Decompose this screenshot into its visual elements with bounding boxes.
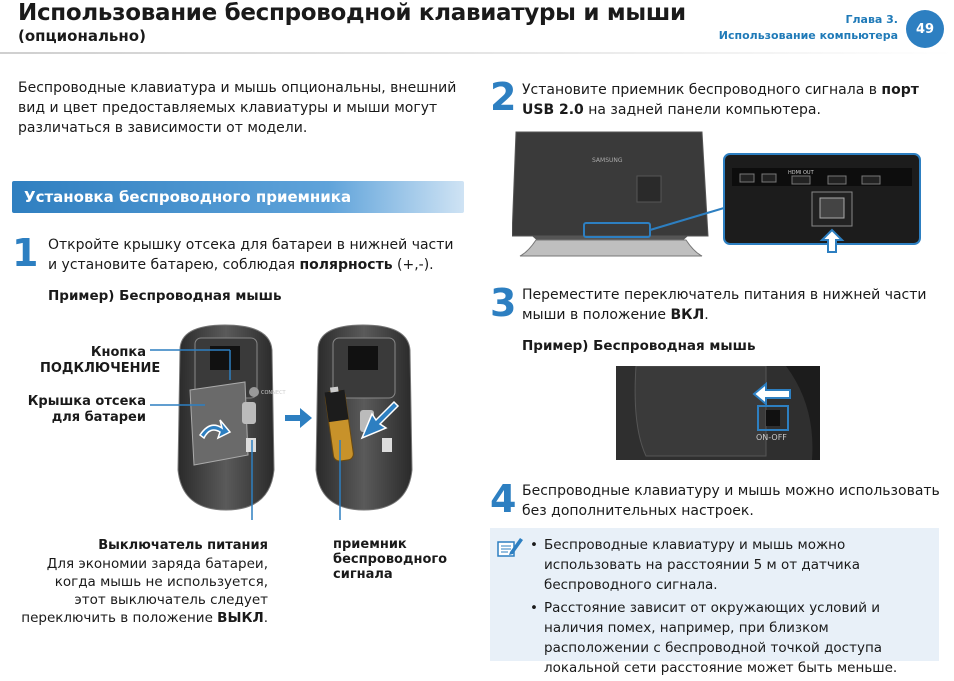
computer-back-illustration: SAMSUNG HDMI OUT [512,131,921,257]
step-1-text: Откройте крышку отсека для батареи в ниж… [48,235,463,275]
intro-paragraph: Беспроводные клавиатура и мышь опциональ… [18,80,457,136]
step-4-number: 4 [490,477,517,521]
step-3-text-b: . [704,307,709,323]
callout-receiver-c: сигнала [333,567,393,582]
callout-power-switch: Выключатель питания Для экономии заряда … [20,537,268,627]
callout-connect-a: Кнопка [90,345,146,360]
step-1-example-label: Пример) Беспроводная мышь [48,288,282,304]
step-1-number: 1 [12,231,39,275]
step-1-text-bold: полярность [299,257,393,273]
callout-connect-b: ПОДКЛЮЧЕНИЕ [40,361,161,376]
mouse-bottom-illustration: CONNECT [150,324,413,520]
left-arrow-icon [752,381,791,407]
callout-cover-b: для батареи [51,410,146,425]
callout-switch-text: Для экономии заряда батареи, когда мышь … [20,555,268,627]
page-title: Использование беспроводной клавиатуры и … [18,0,686,26]
note-item: •Расстояние зависит от окружающих услови… [530,600,898,676]
chapter-label: Глава 3. Использование компьютера [719,12,898,44]
callout-switch-title: Выключатель питания [98,538,268,553]
note-item-text: Расстояние зависит от окружающих условий… [544,600,898,676]
callout-receiver: приемник беспроводного сигнала [333,537,447,582]
step-2-text-b: на задней панели компьютера. [583,102,821,118]
usb-port-zoom: HDMI OUT [723,153,921,253]
mouse-left-view: CONNECT [177,324,287,511]
step-1-text-b: (+,-). [392,257,434,273]
step-3-text-bold: ВКЛ [670,307,705,323]
step-2-text: Установите приемник беспроводного сигнал… [522,80,940,120]
chapter-number: Глава 3. [845,13,898,26]
mouse-right-view [315,324,413,511]
callout-connect-button: Кнопка ПОДКЛЮЧЕНИЕ [40,345,161,377]
step-3-text-a: Переместите переключатель питания в нижн… [522,287,927,323]
note-item-text: Беспроводные клавиатуру и мышь можно исп… [544,537,861,593]
step-1-text-a: Откройте крышку отсека для батареи в ниж… [48,237,454,273]
page-subtitle: (опционально) [18,27,146,45]
callout-receiver-a: приемник [333,537,407,552]
callout-battery-cover: Крышка отсека для батареи [20,394,146,426]
note-box [490,528,939,661]
callout-receiver-b: беспроводного [333,552,448,567]
step-4-text: Беспроводные клавиатуру и мышь можно исп… [522,483,940,519]
hdmi-out-label: HDMI OUT [788,170,815,176]
page-number-badge: 49 [906,10,944,48]
on-off-label: ON-OFF [756,433,787,442]
right-arrow-icon [285,408,312,428]
switch-highlight [757,405,789,431]
callout-switch-end: . [263,610,268,626]
note-item: •Беспроводные клавиатуру и мышь можно ис… [530,537,861,593]
step-2-text-bold: порт USB 2.0 [522,82,919,118]
header-divider [0,52,954,54]
up-arrow-icon [819,228,845,253]
monitor-back: SAMSUNG [512,131,709,257]
step-3-text: Переместите переключатель питания в нижн… [522,285,940,325]
step-2-text-a: Установите приемник беспроводного сигнал… [522,82,882,98]
section-header-bar [12,181,464,213]
note-pencil-icon [497,538,523,557]
step-3-number: 3 [490,281,517,325]
step-3-example-label: Пример) Беспроводная мышь [522,338,756,354]
callout-switch-bold: ВЫКЛ [217,610,264,626]
monitor-brand-label: SAMSUNG [592,157,623,164]
mouse-connect-label: CONNECT [261,390,287,396]
step-2-number: 2 [490,75,517,119]
chapter-title: Использование компьютера [718,29,898,42]
note-list: •Беспроводные клавиатуру и мышь можно ис… [530,535,935,681]
callout-cover-a: Крышка отсека [27,394,146,409]
callout-switch-text-a: Для экономии заряда батареи, когда мышь … [21,556,268,626]
section-title: Установка беспроводного приемника [24,188,352,206]
mouse-switch-illustration: ON-OFF [616,366,820,460]
